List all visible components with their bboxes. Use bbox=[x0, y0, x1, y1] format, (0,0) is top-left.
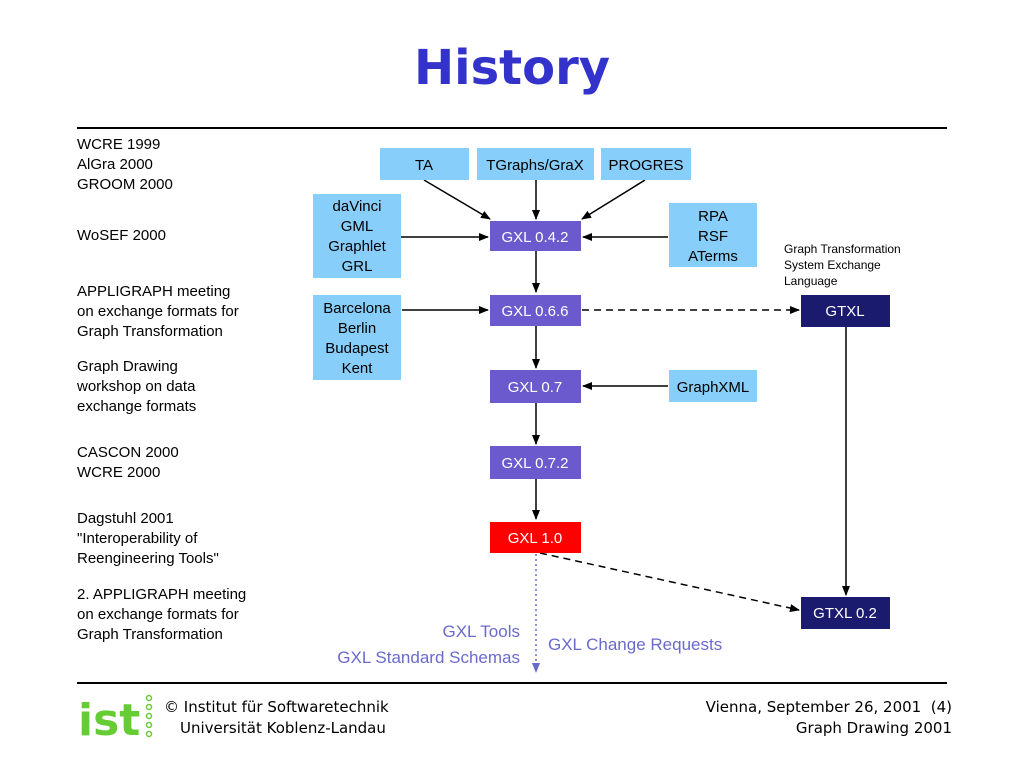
svg-text:ist: ist bbox=[78, 695, 140, 742]
svg-text:TA: TA bbox=[415, 157, 433, 174]
svg-text:Kent: Kent bbox=[342, 360, 374, 377]
ist-logo: ist bbox=[78, 694, 153, 742]
university-name: Universität Koblenz-Landau bbox=[180, 719, 386, 737]
svg-text:Language: Language bbox=[784, 274, 838, 288]
footer-institute: © Institut für Softwaretechnik Universit… bbox=[164, 697, 389, 739]
outcome-gxl-standard-schemas: GXL Standard Schemas bbox=[337, 648, 520, 667]
svg-text:GXL 1.0: GXL 1.0 bbox=[508, 530, 562, 547]
version-box-gxl-10: GXL 1.0 bbox=[490, 522, 581, 553]
outcome-labels: GXL Tools GXL Standard Schemas GXL Chang… bbox=[337, 622, 722, 667]
svg-text:GXL 0.4.2: GXL 0.4.2 bbox=[502, 229, 569, 246]
svg-text:RPA: RPA bbox=[698, 208, 728, 225]
svg-text:GXL 0.7: GXL 0.7 bbox=[508, 379, 562, 396]
version-box-gtxl: GTXL bbox=[801, 295, 890, 327]
history-diagram: TA TGraphs/GraX PROGRES daVinci GML Grap… bbox=[313, 148, 901, 673]
version-box-gxl-07: GXL 0.7 bbox=[490, 370, 581, 403]
svg-text:GRL: GRL bbox=[342, 258, 373, 275]
svg-text:GTXL 0.2: GTXL 0.2 bbox=[813, 605, 877, 622]
svg-text:Berlin: Berlin bbox=[338, 320, 376, 337]
event-name: Graph Drawing 2001 bbox=[795, 719, 952, 737]
svg-text:PROGRES: PROGRES bbox=[608, 157, 683, 174]
edge-progres-to-gxl042 bbox=[581, 179, 646, 220]
version-box-gxl-072: GXL 0.7.2 bbox=[490, 446, 581, 479]
source-box-graphxml: GraphXML bbox=[669, 370, 757, 402]
place-date: Vienna, September 26, 2001 (4) bbox=[705, 698, 952, 716]
svg-text:Graph Transformation: Graph Transformation bbox=[784, 242, 901, 256]
version-box-gxl-066: GXL 0.6.6 bbox=[490, 295, 581, 326]
svg-text:GraphXML: GraphXML bbox=[677, 379, 750, 396]
svg-text:System Exchange: System Exchange bbox=[784, 258, 881, 272]
edge-ta-to-gxl042 bbox=[423, 179, 491, 220]
slide-title: History bbox=[413, 40, 611, 96]
svg-text:GML: GML bbox=[341, 218, 374, 235]
svg-text:GXL 0.7.2: GXL 0.7.2 bbox=[502, 455, 569, 472]
svg-text:GXL 0.6.6: GXL 0.6.6 bbox=[502, 303, 569, 320]
svg-text:daVinci: daVinci bbox=[333, 198, 382, 215]
source-box-tgraphs-grax: TGraphs/GraX bbox=[477, 148, 594, 180]
bottom-divider bbox=[77, 682, 947, 684]
svg-text:Budapest: Budapest bbox=[325, 340, 389, 357]
top-divider bbox=[77, 127, 947, 129]
svg-text:TGraphs/GraX: TGraphs/GraX bbox=[486, 157, 584, 174]
edge-gxl10-to-gtxl02 bbox=[539, 552, 800, 612]
source-box-rpa: RPA RSF ATerms bbox=[669, 203, 757, 267]
svg-text:Barcelona: Barcelona bbox=[323, 300, 391, 317]
version-box-gxl-042: GXL 0.4.2 bbox=[490, 221, 581, 251]
svg-text:Graphlet: Graphlet bbox=[328, 238, 386, 255]
svg-text:RSF: RSF bbox=[698, 228, 728, 245]
footer-event: Vienna, September 26, 2001 (4) Graph Dra… bbox=[706, 697, 952, 739]
svg-text:GTXL: GTXL bbox=[825, 303, 864, 320]
version-box-gtxl-02: GTXL 0.2 bbox=[801, 597, 890, 629]
gtxl-note: Graph Transformation System Exchange Lan… bbox=[784, 242, 901, 288]
source-box-ta: TA bbox=[380, 148, 469, 180]
svg-text:ATerms: ATerms bbox=[688, 248, 738, 265]
source-box-barcelona: Barcelona Berlin Budapest Kent bbox=[313, 295, 401, 380]
source-box-progres: PROGRES bbox=[601, 148, 691, 180]
connectors bbox=[400, 179, 850, 673]
event-wosef-2000: WoSEF 2000 bbox=[77, 227, 166, 244]
outcome-gxl-change-requests: GXL Change Requests bbox=[548, 635, 722, 654]
outcome-gxl-tools: GXL Tools bbox=[443, 622, 521, 641]
source-box-davinci: daVinci GML Graphlet GRL bbox=[313, 194, 401, 278]
copyright-symbol: © bbox=[164, 698, 179, 716]
institute-name: Institut für Softwaretechnik bbox=[183, 698, 389, 716]
